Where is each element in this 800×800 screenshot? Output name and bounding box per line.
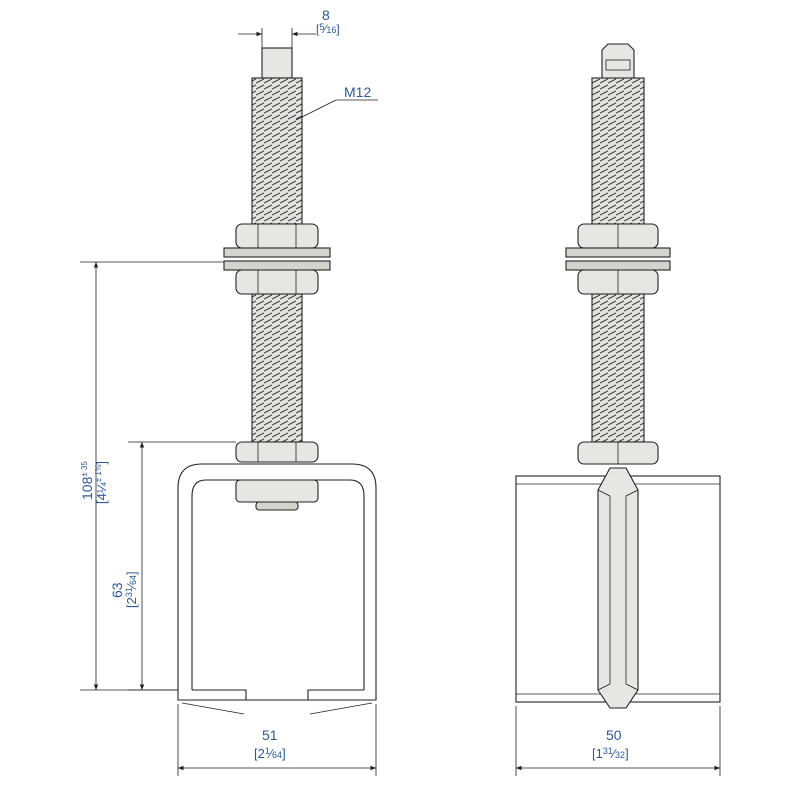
thread-spec-label: M12 bbox=[344, 84, 371, 100]
overall-height-label: 108± 35 bbox=[79, 461, 95, 500]
overall-height-inch-label: [4¼± 1⅜] bbox=[94, 461, 109, 504]
threaded-rod-upper bbox=[251, 77, 303, 225]
side-bolt-tip bbox=[601, 43, 635, 79]
threaded-rod-lower bbox=[251, 293, 303, 443]
side-lower-washer bbox=[565, 260, 671, 271]
channel-outer bbox=[177, 463, 377, 701]
front-width-inch-label: [21⁄64] bbox=[254, 746, 286, 761]
channel-right-lip bbox=[307, 689, 376, 701]
side-view bbox=[515, 43, 721, 709]
front-width-label: 51 bbox=[262, 727, 278, 743]
base-nut bbox=[235, 441, 319, 463]
tip-width-label: 8 bbox=[322, 7, 330, 23]
channel-height-label: 63 bbox=[109, 582, 125, 598]
front-view bbox=[177, 47, 377, 715]
lower-nut bbox=[235, 269, 319, 295]
side-channel-slot bbox=[597, 467, 639, 709]
channel-inner bbox=[191, 479, 365, 690]
front-dimensions: 8 [5⁄16] M12 108± 35 [4¼± 1⅜] 63 [231⁄64… bbox=[79, 7, 378, 776]
lower-washer bbox=[223, 260, 331, 271]
side-threaded-rod-lower bbox=[591, 293, 645, 443]
upper-nut bbox=[235, 223, 319, 249]
side-threaded-rod-upper bbox=[591, 77, 645, 225]
channel-inner-nut bbox=[235, 479, 319, 503]
side-upper-washer bbox=[565, 247, 671, 258]
side-dimensions: 50 [131⁄32] bbox=[515, 706, 721, 776]
side-width-label: 50 bbox=[606, 727, 622, 743]
tip-width-inch-label: [5⁄16] bbox=[316, 22, 340, 36]
upper-washer bbox=[223, 247, 331, 258]
side-width-inch-label: [131⁄32] bbox=[592, 746, 629, 761]
channel-height-inch-label: [231⁄64] bbox=[124, 571, 139, 608]
bolt-tip bbox=[261, 47, 293, 79]
channel-left-lip bbox=[178, 689, 247, 701]
